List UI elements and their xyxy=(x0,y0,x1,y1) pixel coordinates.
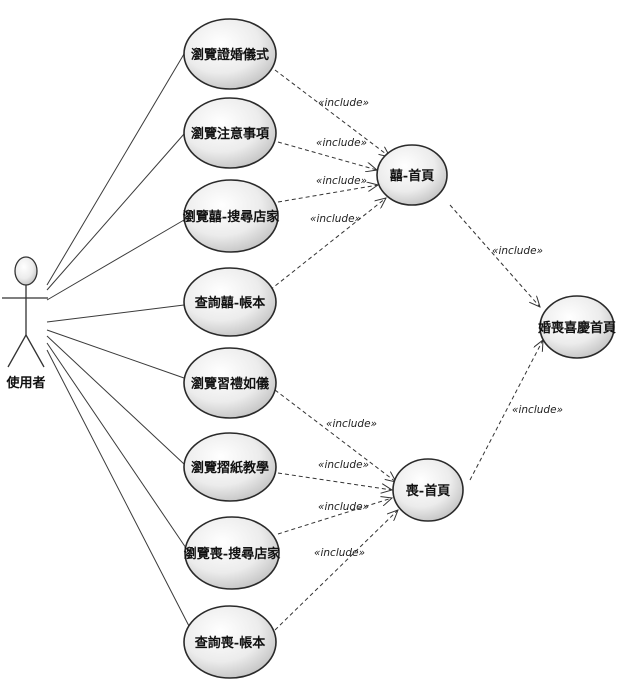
include-label: «include» xyxy=(314,547,365,559)
assoc-query-wedding-account xyxy=(46,304,185,323)
use-case-browse-wedding-ceremony[interactable]: 瀏覽證婚儀式 xyxy=(183,18,277,90)
assoc-browse-etiquette xyxy=(46,329,185,379)
use-case-label: 瀏覽摺紙教學 xyxy=(191,460,269,476)
include-labels: «include» «include» «include» «include» … xyxy=(310,97,563,559)
dep-wedding-search-to-wedding-home xyxy=(277,185,378,203)
include-label: «include» xyxy=(326,418,377,430)
use-case-label: 查詢喪-帳本 xyxy=(194,635,265,651)
use-case-funeral-home[interactable]: 喪-首頁 xyxy=(392,458,464,522)
assoc-browse-notes xyxy=(46,133,185,291)
include-label: «include» xyxy=(318,97,369,109)
actor-head xyxy=(14,256,38,286)
actor-user: 使用者 xyxy=(2,256,48,391)
use-case-label: 囍-首頁 xyxy=(390,168,434,184)
include-label: «include» xyxy=(310,213,361,225)
use-case-query-wedding-account[interactable]: 查詢囍-帳本 xyxy=(183,267,277,337)
assoc-browse-funeral-search xyxy=(46,342,187,549)
assoc-query-funeral-account xyxy=(46,349,191,629)
use-case-browse-funeral-search-shops[interactable]: 瀏覽喪-搜尋店家 xyxy=(184,516,281,590)
dep-wedding-home-to-main-home xyxy=(449,204,540,307)
use-case-label: 瀏覽注意事項 xyxy=(191,126,270,142)
assoc-browse-wedding-ceremony xyxy=(46,53,185,286)
actor-label: 使用者 xyxy=(5,375,45,391)
actor-right-leg xyxy=(25,334,45,368)
use-case-label: 查詢囍-帳本 xyxy=(194,295,265,311)
use-case-label: 婚喪喜慶首頁 xyxy=(538,320,616,336)
include-dependencies xyxy=(269,69,543,631)
use-case-wedding-home[interactable]: 囍-首頁 xyxy=(376,144,448,206)
use-case-label: 瀏覽習禮如儀 xyxy=(191,376,269,392)
use-case-label: 喪-首頁 xyxy=(406,483,450,499)
include-label: «include» xyxy=(492,245,543,257)
use-case-browse-funeral-etiquette[interactable]: 瀏覽習禮如儀 xyxy=(183,347,277,419)
dep-ceremony-to-wedding-home xyxy=(274,69,390,157)
include-label: «include» xyxy=(318,501,369,513)
dep-funeral-home-to-main-home xyxy=(469,340,543,481)
include-label: «include» xyxy=(318,459,369,471)
assoc-browse-paper-folding xyxy=(46,335,185,465)
use-case-label: 瀏覽證婚儀式 xyxy=(191,47,269,63)
use-case-browse-wedding-search-shops[interactable]: 瀏覽囍-搜尋店家 xyxy=(183,179,280,253)
use-case-browse-paper-folding[interactable]: 瀏覽摺紙教學 xyxy=(183,432,277,502)
use-case-label: 瀏覽囍-搜尋店家 xyxy=(183,209,280,225)
association-lines xyxy=(46,53,191,629)
use-case-main-home[interactable]: 婚喪喜慶首頁 xyxy=(538,295,616,359)
actor-left-leg xyxy=(7,334,27,368)
dep-etiquette-to-funeral-home xyxy=(274,389,396,482)
include-label: «include» xyxy=(316,175,367,187)
use-case-label: 瀏覽喪-搜尋店家 xyxy=(184,546,281,562)
dep-wedding-account-to-wedding-home xyxy=(269,198,386,291)
include-label: «include» xyxy=(512,404,563,416)
include-label: «include» xyxy=(316,137,367,149)
use-case-browse-notes[interactable]: 瀏覽注意事項 xyxy=(183,97,277,169)
use-case-query-funeral-account[interactable]: 查詢喪-帳本 xyxy=(183,605,277,679)
dep-funeral-account-to-funeral-home xyxy=(274,510,398,631)
dep-funeral-search-to-funeral-home xyxy=(277,498,392,535)
dep-notes-to-wedding-home xyxy=(277,141,377,170)
assoc-browse-wedding-search xyxy=(46,219,185,301)
dep-paper-folding-to-funeral-home xyxy=(277,472,392,490)
